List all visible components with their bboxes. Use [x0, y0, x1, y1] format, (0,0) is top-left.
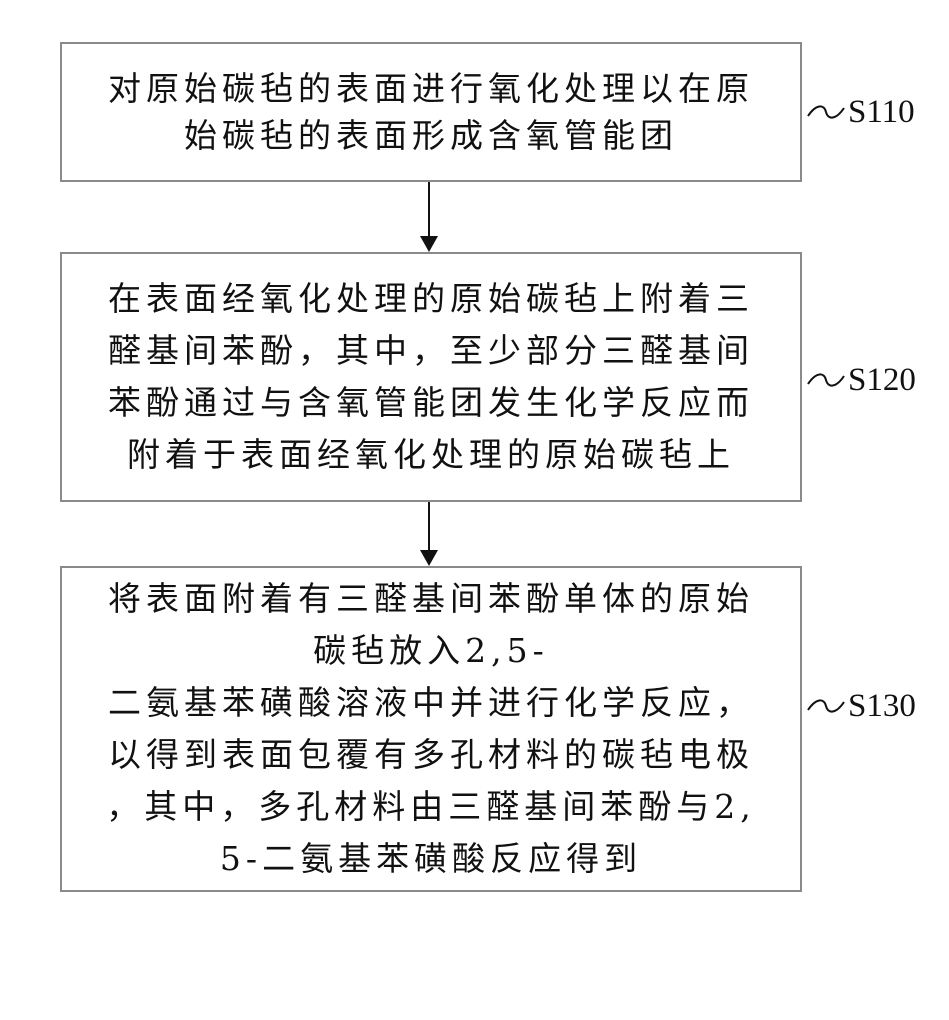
step-label-s120: S120: [806, 362, 916, 398]
step-box-s110: 对原始碳毡的表面进行氧化处理以在原 始碳毡的表面形成含氧管能团: [60, 42, 802, 182]
step-text-s130: 将表面附着有三醛基间苯酚单体的原始 碳毡放入2,5- 二氨基苯磺酸溶液中并进行化…: [106, 573, 756, 885]
step-box-s130: 将表面附着有三醛基间苯酚单体的原始 碳毡放入2,5- 二氨基苯磺酸溶液中并进行化…: [60, 566, 802, 892]
tilde-connector-icon: [806, 100, 846, 124]
step-text-line: 附着于表面经氧化处理的原始碳毡上: [108, 429, 754, 481]
step-text-line: 醛基间苯酚，其中，至少部分三醛基间: [108, 325, 754, 377]
step-label-s110: S110: [806, 94, 915, 130]
step-text-line: 将表面附着有三醛基间苯酚单体的原始: [106, 573, 756, 625]
tilde-connector-icon: [806, 368, 846, 392]
step-text-line: 在表面经氧化处理的原始碳毡上附着三: [108, 273, 754, 325]
step-text-line: 始碳毡的表面形成含氧管能团: [108, 112, 754, 159]
step-text-line: 碳毡放入2,5-: [106, 625, 756, 677]
step-id: S130: [848, 688, 916, 724]
step-text-line: 苯酚通过与含氧管能团发生化学反应而: [108, 377, 754, 429]
step-box-s120: 在表面经氧化处理的原始碳毡上附着三 醛基间苯酚，其中，至少部分三醛基间 苯酚通过…: [60, 252, 802, 502]
flow-arrow-head: [420, 550, 438, 566]
step-text-line: 5-二氨基苯磺酸反应得到: [106, 833, 756, 885]
step-text-line: 以得到表面包覆有多孔材料的碳毡电极: [106, 729, 756, 781]
step-text-line: ，其中，多孔材料由三醛基间苯酚与2,: [106, 781, 756, 833]
step-id: S110: [848, 94, 915, 130]
flow-arrow-line: [428, 502, 430, 552]
step-text-s120: 在表面经氧化处理的原始碳毡上附着三 醛基间苯酚，其中，至少部分三醛基间 苯酚通过…: [108, 273, 754, 481]
step-label-s130: S130: [806, 688, 916, 724]
step-text-s110: 对原始碳毡的表面进行氧化处理以在原 始碳毡的表面形成含氧管能团: [108, 65, 754, 159]
flow-arrow-head: [420, 236, 438, 252]
tilde-connector-icon: [806, 694, 846, 718]
flow-arrow-line: [428, 182, 430, 238]
step-text-line: 对原始碳毡的表面进行氧化处理以在原: [108, 65, 754, 112]
step-text-line: 二氨基苯磺酸溶液中并进行化学反应，: [106, 677, 756, 729]
step-id: S120: [848, 362, 916, 398]
